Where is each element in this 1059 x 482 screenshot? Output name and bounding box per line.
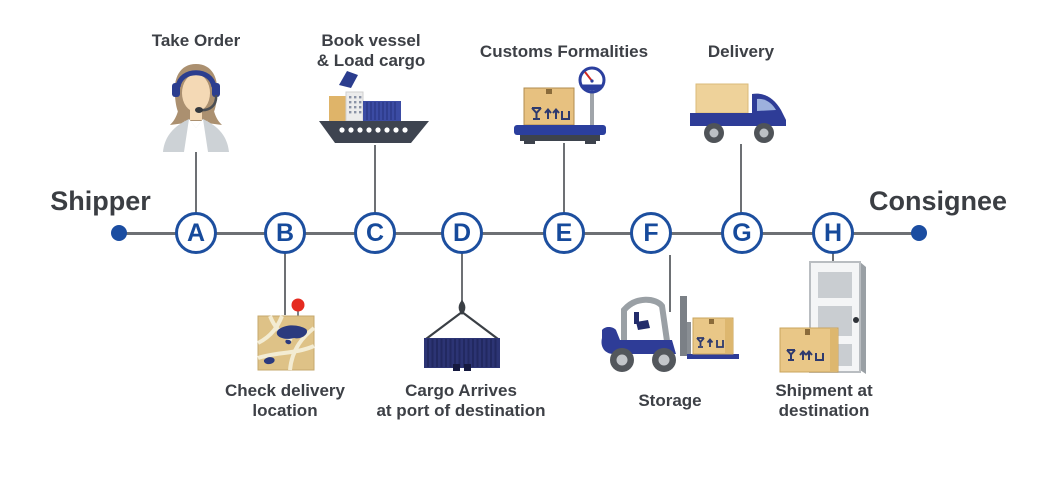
step-letter: G	[732, 218, 752, 247]
connector-a	[195, 150, 197, 213]
shipper-label: Shipper	[50, 186, 151, 216]
step-node-e: E	[543, 212, 585, 254]
connector-e	[563, 143, 565, 213]
label-storage: Storage	[638, 391, 702, 410]
label-check-delivery-location: Check delivery location	[224, 381, 345, 420]
label-book-vessel: Book vessel & Load cargo	[316, 31, 426, 70]
timeline-start-dot	[111, 225, 127, 241]
connector-g	[740, 144, 742, 213]
step-letter: E	[555, 218, 573, 247]
label-shipment-at-destination: Shipment at destination	[775, 381, 873, 420]
cargo-ship-icon	[319, 71, 429, 143]
weighing-scale-box-icon	[514, 66, 606, 144]
label-take-order: Take Order	[151, 31, 241, 50]
step-letter: A	[186, 218, 206, 247]
timeline-end-dot	[911, 225, 927, 241]
crane-hanging-container-icon	[424, 300, 500, 371]
step-letter: H	[823, 218, 843, 247]
step-node-g: G	[721, 212, 763, 254]
step-node-a: A	[175, 212, 217, 254]
step-node-h: H	[812, 212, 854, 254]
connector-c	[374, 145, 376, 213]
label-cargo-arrives: Cargo Arrives at port of destination	[376, 381, 546, 420]
step-letter: F	[643, 218, 659, 247]
delivery-truck-icon	[690, 83, 786, 143]
step-letter: C	[365, 218, 385, 247]
step-node-b: B	[264, 212, 306, 254]
forklift-icon	[601, 296, 739, 372]
step-node-f: F	[630, 212, 672, 254]
connector-d	[461, 253, 463, 303]
timeline-line	[119, 232, 919, 235]
label-delivery: Delivery	[707, 42, 775, 61]
map-location-pin-icon	[257, 298, 316, 371]
connector-f	[669, 255, 671, 312]
step-node-d: D	[441, 212, 483, 254]
step-letter: D	[452, 218, 472, 247]
step-node-c: C	[354, 212, 396, 254]
step-letter: B	[275, 218, 295, 247]
call-center-operator-icon	[163, 64, 229, 152]
connector-b	[284, 253, 286, 315]
consignee-label: Consignee	[868, 186, 1008, 216]
door-with-boxes-icon	[779, 261, 866, 374]
label-customs-formalities: Customs Formalities	[479, 42, 649, 61]
